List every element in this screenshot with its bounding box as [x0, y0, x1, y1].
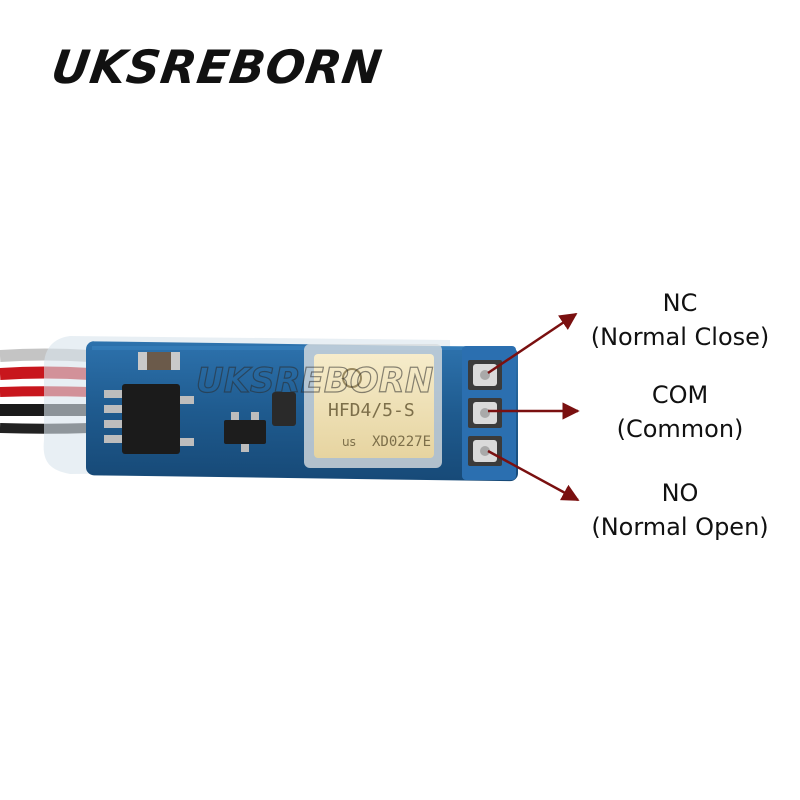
- pin-label-com: COM (Common): [572, 378, 788, 446]
- relay: HFD4/5-S us XD0227E: [304, 344, 442, 468]
- pin-no-abbr: NO: [661, 479, 699, 507]
- pin-com-name: (Common): [616, 415, 744, 443]
- pin-com-hole: [480, 408, 490, 418]
- pin-com-abbr: COM: [651, 381, 709, 409]
- relay-model: HFD4/5-S: [328, 400, 415, 421]
- pin-arrows: [487, 312, 580, 502]
- pin-nc-name: (Normal Close): [590, 323, 770, 351]
- arrow-no: [487, 449, 580, 502]
- relay-code: XD0227E: [372, 434, 431, 450]
- pin-label-nc: NC (Normal Close): [572, 286, 788, 354]
- pin-header: [462, 346, 516, 480]
- pin-no-name: (Normal Open): [591, 513, 769, 541]
- arrow-nc: [487, 312, 578, 375]
- pin-no-hole: [480, 446, 490, 456]
- pin-nc-abbr: NC: [662, 289, 698, 317]
- watermark-text: UKSREBORN: [196, 361, 433, 401]
- ic-chip: [104, 384, 194, 454]
- pin-label-no: NO (Normal Open): [572, 476, 788, 544]
- pin-nc-hole: [480, 370, 490, 380]
- small-chip: [272, 392, 296, 426]
- sot-transistor: [224, 412, 266, 452]
- relay-mark: us: [342, 435, 356, 449]
- smd-capacitor: [138, 352, 180, 370]
